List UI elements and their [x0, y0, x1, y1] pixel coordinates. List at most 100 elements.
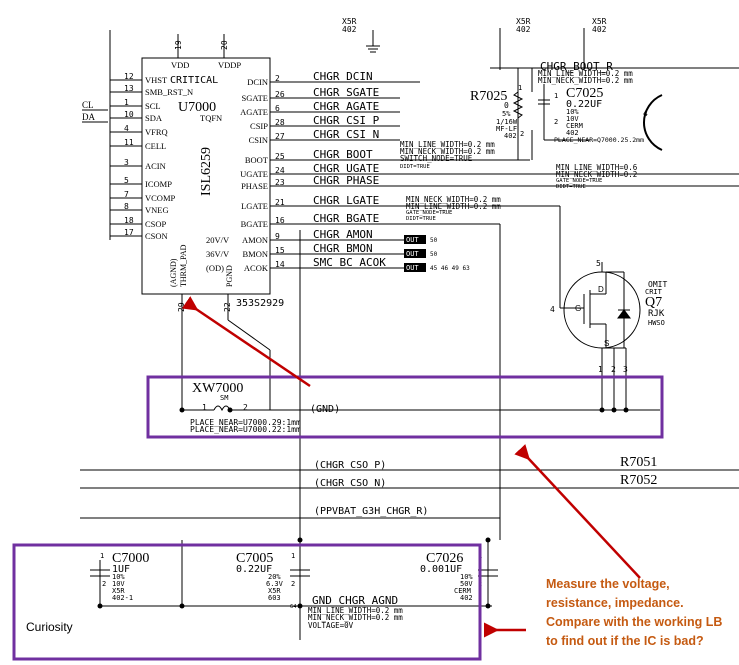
left-nets: CL DA: [82, 30, 111, 240]
net-chgr-csi-n: CHGR_CSI_N: [313, 128, 379, 141]
right-pin-num-24: 24: [275, 166, 285, 175]
c7025-pin1: 1: [554, 92, 558, 100]
c7005-pkg: 603: [268, 594, 281, 602]
ic-agnd-label: (AGND): [169, 258, 178, 287]
bottom-cap-dots: [97, 603, 491, 609]
left-pin-name-cell: CELL: [145, 141, 166, 151]
right-pin-name-ugate: UGATE: [240, 169, 268, 179]
net-ppvbat: (PPVBAT_G3H_CHGR_R): [314, 506, 428, 517]
q-ref: Q7: [645, 295, 662, 310]
c7025-ref: C7025: [566, 86, 603, 101]
left-pin-num-8: 8: [124, 202, 129, 211]
ic-part: ISL6259: [199, 147, 214, 196]
right-pin-name-acok: ACOK: [244, 263, 269, 273]
ann-lgate-width: MIN_LINE_WIDTH=0.2 mm: [406, 202, 501, 211]
pin-num-20: 20: [220, 40, 229, 50]
r7025-ref: R7025: [470, 89, 507, 104]
c7005-value: 0.22UF: [236, 564, 272, 575]
q-pin-2: 2: [611, 365, 616, 374]
right-pin-name-csip: CSIP: [250, 121, 268, 131]
ann-ug-width: MIN_LINE_WIDTH=0.6: [556, 163, 638, 172]
left-pin-name-vfrq: VFRQ: [145, 127, 168, 137]
xw7000-pin1: 1: [202, 403, 207, 412]
r7025-pin2: 2: [520, 130, 524, 138]
ann-didt: DIDT=TRUE: [400, 164, 430, 170]
c7025-pin2: 2: [554, 118, 558, 126]
net-chgr-dcin: CHGR_DCIN: [313, 70, 373, 83]
ann-gate-node-2: GATE_NODE=TRUE: [556, 178, 602, 184]
agnd-pin: 64: [290, 604, 297, 610]
c7005-volt: 6.3V: [266, 580, 284, 588]
capacitor-c7000: C7000 1 2 1UF 10% 10V X5R 402-1: [100, 551, 149, 602]
q-pkg: HWSO: [648, 319, 665, 327]
q-s: S: [604, 339, 609, 348]
ground-symbol-top: [366, 28, 585, 70]
q-omit: OMIT: [648, 280, 667, 289]
net-chgr-lgate: CHGR_LGATE: [313, 194, 379, 207]
stub-size-2: X5R: [516, 17, 531, 26]
c7000-volt: 10V: [112, 580, 125, 588]
c7025-volt: 10V: [566, 115, 579, 123]
right-pin-name-csin: CSIN: [249, 135, 268, 145]
net-chgr-phase: CHGR_PHASE: [313, 174, 379, 187]
ann-lgate-neck: MIN_NECK_WIDTH=0.2 mm: [406, 195, 501, 204]
right-pin-num-25: 25: [275, 152, 285, 161]
c7026-volt: 50V: [460, 580, 473, 588]
right-pin-name-lgate: LGATE: [241, 201, 268, 211]
right-pin-name-phase: PHASE: [241, 181, 268, 191]
r7051-ref: R7051: [620, 455, 657, 470]
right-pin-num-9: 9: [275, 232, 280, 241]
right-pin-num-21: 21: [275, 198, 285, 207]
trace-annotations: MIN_LINE_WIDTH=0.2 mm MIN_NECK_WIDTH=0.2…: [400, 69, 638, 222]
offpage-amon: OUT 50: [404, 235, 438, 244]
svg-text:OUT: OUT: [406, 264, 419, 272]
q-g: G: [575, 304, 581, 313]
r7025-type: MF-LF: [496, 125, 517, 133]
right-pin-num-15: 15: [275, 246, 285, 255]
ic-u7000: 19 20 VDD VDDP CRITICAL U7000 TQFN ISL62…: [141, 34, 284, 410]
right-pin-name-bmon: BMON: [242, 249, 268, 259]
q-pin-1: 1: [598, 365, 603, 374]
stub-pkg-1: 402: [342, 25, 357, 34]
svg-text:OUT: OUT: [406, 236, 419, 244]
c7005-pin1: 1: [291, 552, 295, 560]
top-stubs: X5R 402 X5R 402 X5R 402: [342, 17, 607, 34]
left-pin-name-vcomp: VCOMP: [145, 193, 176, 203]
c7026-value: 0.001UF: [420, 564, 462, 575]
ann-gate-node: GATE_NODE=TRUE: [406, 210, 452, 216]
c7000-tol: 10%: [112, 573, 125, 581]
right-pin-name-agate: AGATE: [240, 107, 268, 117]
mon-prefix-1: 36V/V: [206, 249, 230, 259]
left-pin-num-4: 4: [124, 124, 129, 133]
left-pin-name-smb_rst_n: SMB_RST_N: [145, 87, 193, 97]
agnd-net: 64 GND_CHGR_AGND MIN_LINE_WIDTH=0.2 mm M…: [290, 594, 403, 630]
bottom-caps: [90, 540, 498, 607]
c7025-tol: 10%: [566, 108, 579, 116]
capacitor-c7005: C7005 1 2 0.22UF 20% 6.3V X5R 603: [236, 551, 295, 602]
left-pin-num-5: 5: [124, 176, 129, 185]
xw7000-place2: PLACE_NEAR=U7000.22:1mm: [190, 425, 301, 434]
advice-text: Measure the voltage, resistance, impedan…: [546, 577, 723, 648]
ann-didt-3: DIDT=TRUE: [556, 184, 586, 190]
net-gnd: (GND): [310, 404, 340, 415]
c7026-tol: 10%: [460, 573, 473, 581]
net-chgr-boot: CHGR_BOOT: [313, 148, 373, 161]
pin-name-vdd: VDD: [171, 60, 189, 70]
right-pin-num-26: 26: [275, 90, 285, 99]
pin-name-vddp: VDDP: [218, 60, 241, 70]
curiosity-label: Curiosity: [26, 620, 73, 634]
ic-critical: CRITICAL: [170, 75, 218, 86]
stub-pkg-2: 402: [516, 25, 531, 34]
r7025-tol: 5%: [502, 110, 511, 118]
c7026-pkg: 402: [460, 594, 473, 602]
q-part: RJK: [648, 309, 665, 319]
c7005-tol: 20%: [268, 573, 281, 581]
ann-didt-2: DIDT=TRUE: [406, 216, 436, 222]
c7025-pkg: 402: [566, 129, 579, 137]
xw7000-pin2: 2: [243, 403, 248, 412]
pin-num-22: 22: [223, 302, 232, 312]
svg-text:OUT: OUT: [406, 250, 419, 258]
net-chgr-ugate: CHGR_UGATE: [313, 162, 379, 175]
pin-num-29: 29: [177, 302, 186, 312]
